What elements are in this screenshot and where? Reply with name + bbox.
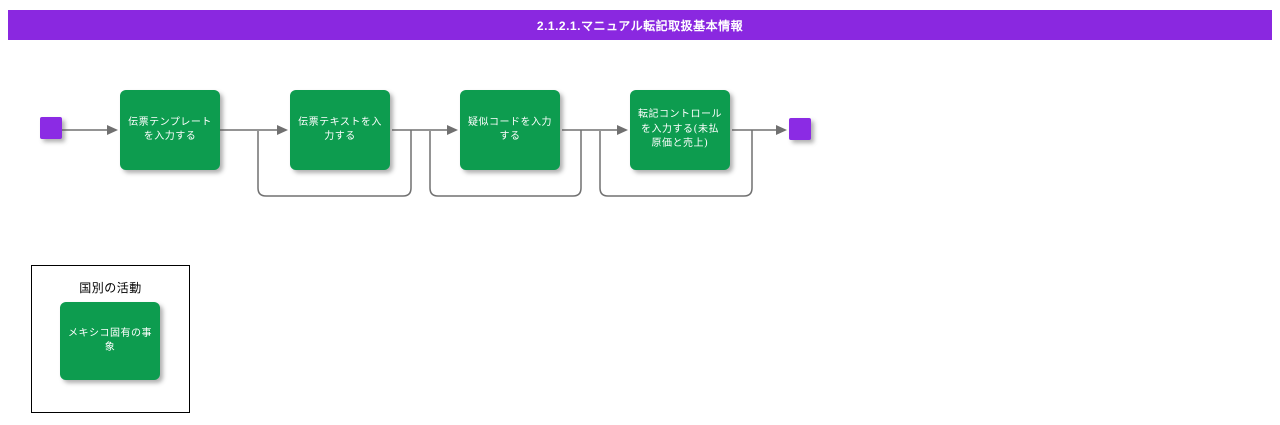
activity-node-voucher-text[interactable]: 伝票テキストを入力する [290, 90, 390, 170]
activity-node-mexico-specific[interactable]: メキシコ固有の事象 [60, 302, 160, 380]
activity-label: 転記コントロールを入力する(未払原価と売上) [638, 109, 722, 150]
loop-connector-node3 [429, 130, 582, 197]
arrowhead-into-node3 [447, 125, 458, 135]
activity-label: メキシコ固有の事象 [68, 327, 152, 354]
country-activity-lane: 国別の活動 メキシコ固有の事象 [31, 265, 190, 413]
activity-node-voucher-template[interactable]: 伝票テンプレートを入力する [120, 90, 220, 170]
loop-connector-node4 [599, 130, 753, 197]
diagram-title-bar: 2.1.2.1.マニュアル転記取扱基本情報 [8, 10, 1272, 40]
activity-node-posting-control[interactable]: 転記コントロールを入力する(未払原価と売上) [630, 90, 730, 170]
activity-label: 疑似コードを入力する [468, 116, 552, 143]
arrowhead-into-node2 [277, 125, 288, 135]
arrowhead-into-end [776, 125, 787, 135]
arrowhead-into-node4 [617, 125, 628, 135]
activity-node-pseudo-code[interactable]: 疑似コードを入力する [460, 90, 560, 170]
activity-label: 伝票テンプレートを入力する [128, 116, 212, 143]
activity-label: 伝票テキストを入力する [298, 116, 382, 143]
start-event-square[interactable] [40, 117, 62, 139]
loop-connector-node2 [257, 130, 412, 197]
lane-title: 国別の活動 [79, 281, 142, 295]
end-event-square[interactable] [789, 118, 811, 140]
arrowhead-into-node1 [107, 125, 118, 135]
diagram-title: 2.1.2.1.マニュアル転記取扱基本情報 [536, 18, 744, 33]
